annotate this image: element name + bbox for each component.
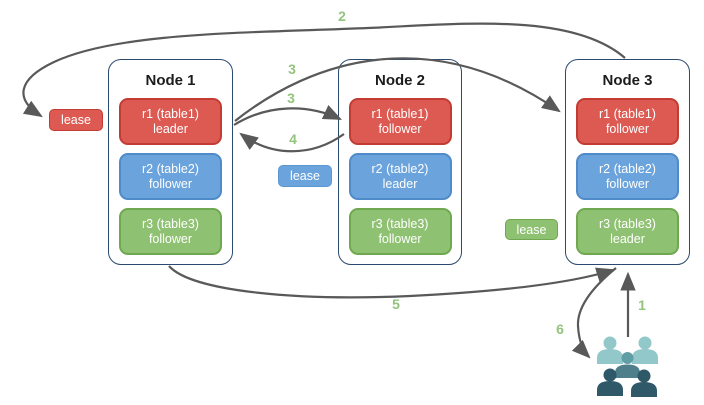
replica-range-label: r3 (table3): [599, 216, 656, 231]
node-2-title: Node 2: [374, 72, 425, 89]
node-1-title: Node 1: [145, 72, 196, 89]
node-3-replica-r2: r2 (table2) follower: [576, 153, 679, 200]
step-label-6: 6: [556, 321, 564, 337]
node-2-box: Node 2 r1 (table1) follower r2 (table2) …: [338, 59, 462, 265]
replica-range-label: r1 (table1): [599, 106, 656, 121]
node-1-box: Node 1 r1 (table1) leader r2 (table2) fo…: [108, 59, 233, 265]
lease-badge-red: lease: [49, 109, 103, 131]
person-icon: [615, 352, 640, 378]
node-2-replica-r1: r1 (table1) follower: [348, 98, 452, 145]
users-group-icon: [597, 336, 658, 397]
person-icon: [632, 336, 658, 364]
lease-badge-green: lease: [505, 219, 558, 240]
replica-range-label: r3 (table3): [371, 216, 429, 231]
replica-role-label: leader: [382, 176, 418, 191]
node-1-replica-r3: r3 (table3) follower: [119, 208, 222, 255]
replica-role-label: follower: [378, 121, 422, 136]
person-icon: [597, 336, 623, 364]
replica-role-label: follower: [148, 231, 193, 246]
replica-role-label: follower: [148, 176, 193, 191]
node-2-replica-r3: r3 (table3) follower: [348, 208, 452, 255]
replica-role-label: follower: [605, 121, 650, 136]
step-label-3a: 3: [288, 61, 296, 77]
step-label-3b: 3: [287, 90, 295, 106]
replica-role-label: leader: [153, 121, 188, 136]
node-2-replica-r2: r2 (table2) leader: [348, 153, 452, 200]
person-icon: [631, 369, 657, 397]
replica-range-label: r2 (table2): [142, 161, 199, 176]
node-1-replica-r2: r2 (table2) follower: [119, 153, 222, 200]
arrow-step-6: [571, 267, 617, 359]
node-3-title: Node 3: [602, 72, 653, 89]
replica-range-label: r1 (table1): [371, 106, 429, 121]
replica-range-label: r1 (table1): [142, 106, 199, 121]
replica-range-label: r3 (table3): [142, 216, 199, 231]
node-1-replica-r1: r1 (table1) leader: [119, 98, 222, 145]
node-3-replica-r3: r3 (table3) leader: [576, 208, 679, 255]
step-label-1: 1: [638, 297, 646, 313]
arrow-step-3-to-node2: [233, 105, 342, 126]
step-label-2: 2: [338, 8, 346, 24]
step-label-5: 5: [392, 296, 400, 312]
replica-range-label: r2 (table2): [371, 161, 429, 176]
node-3-box: Node 3 r1 (table1) follower r2 (table2) …: [565, 59, 690, 265]
node-3-replica-r1: r1 (table1) follower: [576, 98, 679, 145]
replica-role-label: leader: [610, 231, 645, 246]
arrow-step-5: [168, 265, 616, 299]
step-label-4: 4: [289, 131, 297, 147]
replica-role-label: follower: [378, 231, 422, 246]
lease-badge-blue: lease: [278, 165, 332, 187]
person-icon: [597, 368, 623, 396]
replica-role-label: follower: [605, 176, 650, 191]
replica-range-label: r2 (table2): [599, 161, 656, 176]
